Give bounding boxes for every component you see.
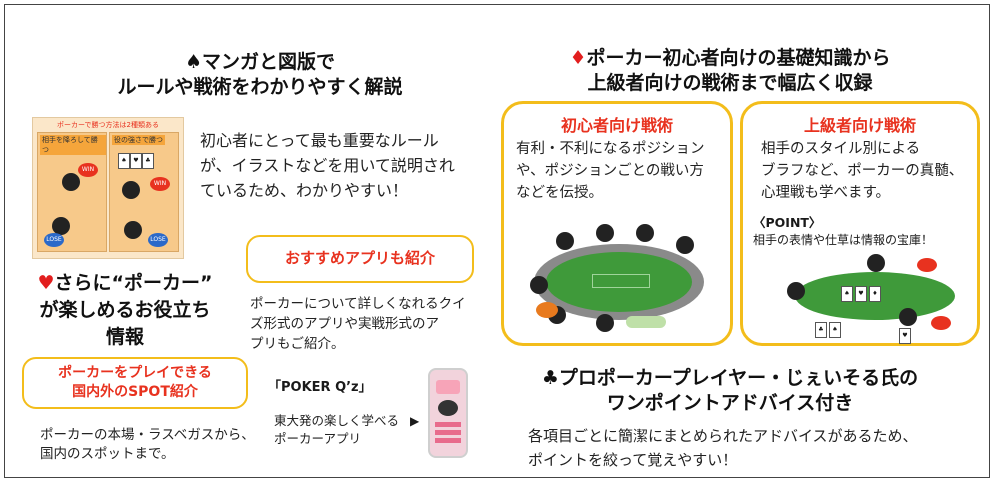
manga-desc-line3: ているため、わかりやすい！: [200, 181, 409, 200]
spot-label-line1: ポーカーをプレイできる: [58, 365, 212, 381]
info-title-3: 情報: [105, 326, 144, 348]
manga-panel-1: 相手を降ろして勝つ WIN LOSE: [37, 132, 107, 252]
advanced-desc-line1: 相手のスタイル別による: [761, 141, 921, 157]
manga-description: 初心者にとって最も重要なルール が、イラストなどを用いて説明され ているため、わ…: [200, 128, 480, 203]
apps-label: おすすめアプリも紹介: [284, 249, 435, 267]
pro-desc-line1: 各項目ごとに簡潔にまとめられたアドバイスがあるため、: [528, 427, 918, 445]
pro-desc-line2: ポイントを絞って覚えやすい！: [528, 451, 738, 469]
spot-label-line2: 国内外のSPOT紹介: [72, 384, 198, 400]
spot-label-box: ポーカーをプレイできる 国内外のSPOT紹介: [22, 357, 248, 409]
player-icon: [596, 224, 614, 242]
card-icon: ♠: [829, 322, 841, 338]
chip-icon: [931, 316, 951, 330]
manga-desc-line1: 初心者にとって最も重要なルール: [200, 131, 439, 150]
heart-icon: ♥: [37, 272, 55, 294]
spot-label: ポーカーをプレイできる 国内外のSPOT紹介: [24, 364, 246, 402]
player-icon: [124, 221, 142, 239]
player-icon: [636, 224, 654, 242]
pro-description: 各項目ごとに簡潔にまとめられたアドバイスがあるため、 ポイントを絞って覚えやすい…: [528, 424, 978, 472]
apps-desc-line1: ポーカーについて詳しくなれるクイ: [250, 296, 466, 312]
beginner-desc-line2: や、ポジションごとの戦い方: [516, 163, 704, 179]
arrow-right-icon: ▶: [410, 414, 420, 428]
pro-heading-line1: ♣プロポーカープレイヤー・じぇいそる氏の: [541, 367, 919, 389]
chip-icon: [917, 258, 937, 272]
win-chip: WIN: [78, 163, 98, 177]
app-desc-line1: 東大発の楽しく学べる: [274, 413, 400, 428]
player-icon: [52, 217, 70, 235]
advanced-description: 相手のスタイル別による ブラフなど、ポーカーの真髄、 心理戦も学べます。: [761, 138, 976, 204]
apps-desc-line2: ズ形式のアプリや実戦形式のア: [250, 316, 439, 332]
outer-frame: [4, 4, 990, 478]
card-icon: ♣: [142, 153, 154, 169]
card-icon: ♥: [130, 153, 142, 169]
card-icon: ♠: [841, 286, 853, 302]
point-text: 相手の表情や仕草は情報の宝庫！: [753, 233, 934, 247]
app-desc-line2: ポーカーアプリ: [274, 431, 362, 446]
player-icon: [676, 236, 694, 254]
advanced-desc-line3: 心理戦も学べます。: [761, 185, 891, 201]
player-icon: [556, 232, 574, 250]
card-icon: ♥: [899, 328, 911, 344]
beginner-description: 有利・不利になるポジション や、ポジションごとの戦い方 などを伝授。: [516, 138, 726, 204]
strategy-heading: ♦ポーカー初心者向けの基礎知識から 上級者向けの戦術まで幅広く収録: [520, 46, 940, 96]
player-icon: [867, 254, 885, 272]
app-name: 「POKER Q’z」: [268, 380, 372, 395]
manga-header: ポーカーで勝つ方法は2種類ある: [56, 121, 160, 129]
advanced-card: 上級者向け戦術 相手のスタイル別による ブラフなど、ポーカーの真髄、 心理戦も学…: [740, 101, 980, 346]
pro-heading: ♣プロポーカープレイヤー・じぇいそる氏の ワンポイントアドバイス付き: [500, 366, 960, 416]
player-icon: [596, 314, 614, 332]
strategy-heading-line2: 上級者向けの戦術まで幅広く収録: [587, 72, 873, 94]
spot-desc-line2: 国内のスポットまで。: [40, 446, 175, 462]
apps-desc-line3: プリもご紹介。: [250, 336, 345, 352]
psychology-illustration: ♠ ♥ ♦ ♣ ♠ ♥: [781, 252, 967, 344]
manga-panel1-title: 相手を降ろして勝つ: [40, 135, 106, 155]
strategy-heading-line1: ♦ポーカー初心者向けの基礎知識から: [520, 46, 940, 71]
apps-description: ポーカーについて詳しくなれるクイ ズ形式のアプリや実戦形式のア プリもご紹介。: [250, 294, 490, 354]
pro-heading-line2: ワンポイントアドバイス付き: [606, 392, 854, 414]
info-heading: ♥さらに“ポーカー” が楽しめるお役立ち 情報: [20, 270, 230, 351]
spot-desc-line1: ポーカーの本場・ラスベガスから、: [40, 427, 255, 443]
manga-panel-2: 役の強さで勝つ ♠ ♥ ♣ WIN LOSE: [109, 132, 179, 252]
point-label: 〈POINT〉: [753, 215, 822, 230]
beginner-title: 初心者向け戦術: [560, 116, 673, 135]
beginner-card: 初心者向け戦術 有利・不利になるポジション や、ポジションごとの戦い方 などを伝…: [501, 101, 733, 346]
card-icon: ♥: [855, 286, 867, 302]
beginner-desc-line3: などを伝授。: [516, 185, 603, 201]
app-description: 東大発の楽しく学べる ポーカーアプリ: [274, 412, 414, 448]
card-icon: ♦: [869, 286, 881, 302]
apps-label-box: おすすめアプリも紹介: [246, 235, 474, 283]
lose-chip: LOSE: [148, 233, 168, 247]
player-icon: [530, 276, 548, 294]
lose-chip: LOSE: [44, 233, 64, 247]
beginner-desc-line1: 有利・不利になるポジション: [516, 141, 705, 157]
advanced-title: 上級者向け戦術: [803, 116, 916, 135]
player-icon: [122, 181, 140, 199]
win-chip: WIN: [150, 177, 170, 191]
advanced-desc-line2: ブラフなど、ポーカーの真髄、: [761, 163, 964, 179]
info-title-1: さらに“ポーカー”: [54, 272, 213, 294]
info-heading-line1: ♥さらに“ポーカー”: [20, 270, 230, 297]
card-icon: ♣: [815, 322, 827, 338]
app-phone-image: [428, 368, 468, 458]
player-icon: [787, 282, 805, 300]
manga-heading-line2: ルールや戦術をわかりやすく解説: [117, 76, 403, 98]
info-title-2: が楽しめるお役立ち: [39, 299, 211, 321]
manga-desc-line2: が、イラストなどを用いて説明され: [200, 156, 455, 175]
card-icon: ♠: [118, 153, 130, 169]
manga-illustration: ポーカーで勝つ方法は2種類ある 相手を降ろして勝つ WIN LOSE 役の強さで…: [32, 117, 184, 259]
poker-table-illustration: [526, 222, 711, 332]
manga-panel2-title: 役の強さで勝つ: [112, 135, 165, 145]
manga-heading: ♠マンガと図版で ルールや戦術をわかりやすく解説: [90, 50, 430, 100]
spot-description: ポーカーの本場・ラスベガスから、 国内のスポットまで。: [40, 426, 270, 464]
manga-heading-line1: ♠マンガと図版で: [184, 51, 336, 73]
player-icon: [899, 308, 917, 326]
player-icon: [62, 173, 80, 191]
diamond-icon: ♦ポーカー初心者向けの基礎知識から: [569, 47, 891, 69]
